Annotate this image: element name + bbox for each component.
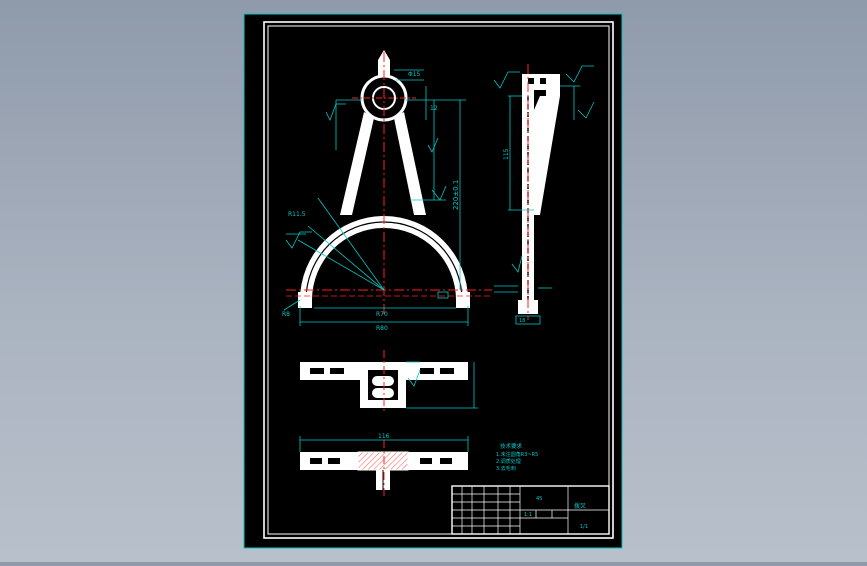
inner-frame-inner	[267, 25, 610, 535]
side-view: 115 18	[493, 64, 595, 325]
top-slot-l2	[330, 368, 344, 374]
top-hub-boss-2	[372, 388, 394, 398]
title-block: 45 拨叉 1:1 1/1	[451, 485, 610, 535]
dim-front-height: 220±0.1	[452, 180, 460, 210]
dim-bottom: R8	[282, 311, 290, 318]
technical-notes: 技术要求 1.未注圆角R3~R5 2.调质处理 3.去毛刺	[496, 442, 538, 472]
notes-line-2: 2.调质处理	[496, 458, 521, 465]
hub-tab	[378, 50, 390, 76]
dim-hole: Φ15	[408, 71, 421, 78]
dim-side-height: 115	[503, 148, 510, 160]
top-view	[300, 350, 478, 412]
side-hub-hole-2	[540, 78, 546, 84]
top-slot-l1	[310, 368, 324, 374]
side-hub-hole-1	[528, 78, 534, 84]
title-scale: 1:1	[524, 512, 532, 518]
inner-frame-outer	[263, 21, 614, 539]
dim-side-width: 18	[519, 318, 525, 324]
fork-tip-left	[298, 292, 312, 308]
notes-line-1: 1.未注圆角R3~R5	[496, 451, 538, 458]
notes-title: 技术要求	[500, 442, 523, 450]
right-arm	[394, 112, 426, 215]
left-arm	[340, 112, 374, 215]
title-material: 45	[536, 496, 542, 502]
top-slot-r2	[440, 368, 454, 374]
dim-top: 12	[430, 105, 438, 112]
section-view: 116	[299, 433, 469, 496]
side-rib	[534, 96, 560, 215]
dim-radius-small: R11.5	[288, 211, 306, 218]
fork-arc	[300, 216, 468, 300]
section-slot-2	[328, 458, 340, 464]
title-sheet: 1/1	[580, 524, 588, 530]
notes-line-3: 3.去毛刺	[496, 465, 516, 472]
section-slot-4	[440, 458, 452, 464]
fork-tip-right	[456, 292, 470, 308]
dim-front-width: R80	[376, 325, 388, 332]
section-slot-3	[420, 458, 432, 464]
dim-plan-width: 116	[378, 433, 390, 440]
title-part-name: 拨叉	[574, 502, 586, 510]
section-hatched	[357, 451, 409, 471]
dim-front-inner: R70	[376, 311, 388, 318]
section-slot-1	[310, 458, 322, 464]
top-slot-r1	[420, 368, 434, 374]
top-hub-boss-1	[372, 376, 394, 386]
front-view: 220±0.1 Φ15 12 R11.5 R70 R80 R8	[282, 50, 492, 332]
